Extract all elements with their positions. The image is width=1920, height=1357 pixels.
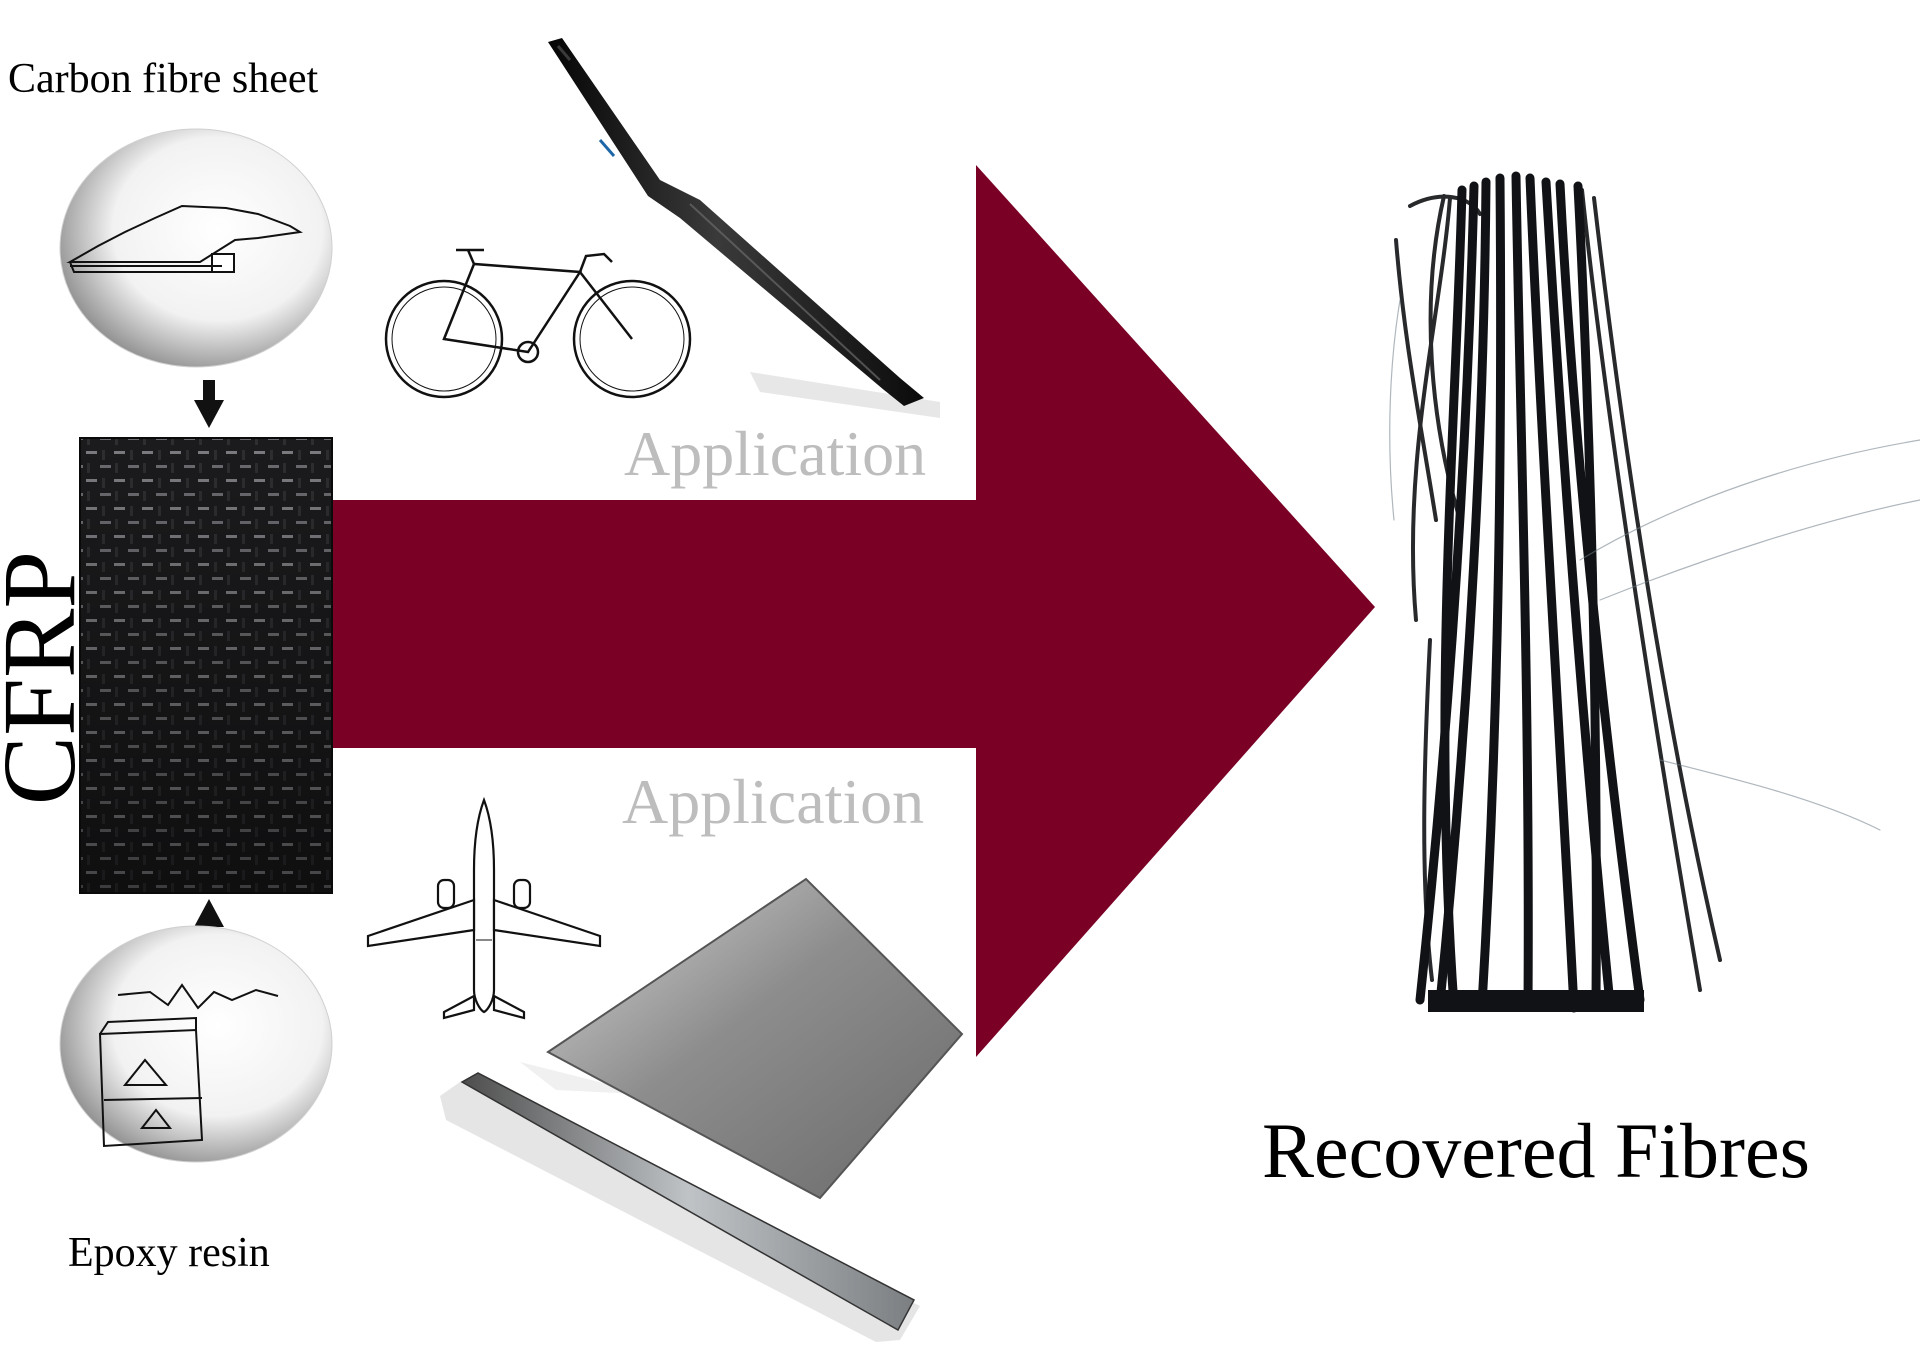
cfrp-label-wrapper: CFRP xyxy=(0,551,97,805)
application-label-bottom: Application xyxy=(622,766,925,837)
carbon-fibre-sheet-label: Carbon fibre sheet xyxy=(8,56,319,102)
epoxy-resin-label: Epoxy resin xyxy=(68,1230,270,1276)
recovered-fibres-label: Recovered Fibres xyxy=(1262,1107,1810,1194)
epoxy-resin-container-sketch-icon xyxy=(98,983,279,1148)
bicycle-icon xyxy=(384,248,692,399)
cfrp-label: CFRP xyxy=(0,550,97,806)
airplane-icon xyxy=(366,796,602,1020)
application-label-top: Application xyxy=(624,418,927,489)
carbon-fibre-sheet-circle xyxy=(59,128,333,368)
carbon-fibre-roll-sketch-icon xyxy=(66,204,303,273)
bicycle-fork-photo xyxy=(548,38,940,418)
process-arrow xyxy=(333,165,1375,1057)
composite-plates-photo xyxy=(440,877,964,1342)
cfrp-panel xyxy=(79,437,333,894)
epoxy-resin-circle xyxy=(59,925,333,1163)
recovered-fibre-bundle-photo xyxy=(1389,171,1920,1013)
down-arrow-icon xyxy=(194,380,224,428)
